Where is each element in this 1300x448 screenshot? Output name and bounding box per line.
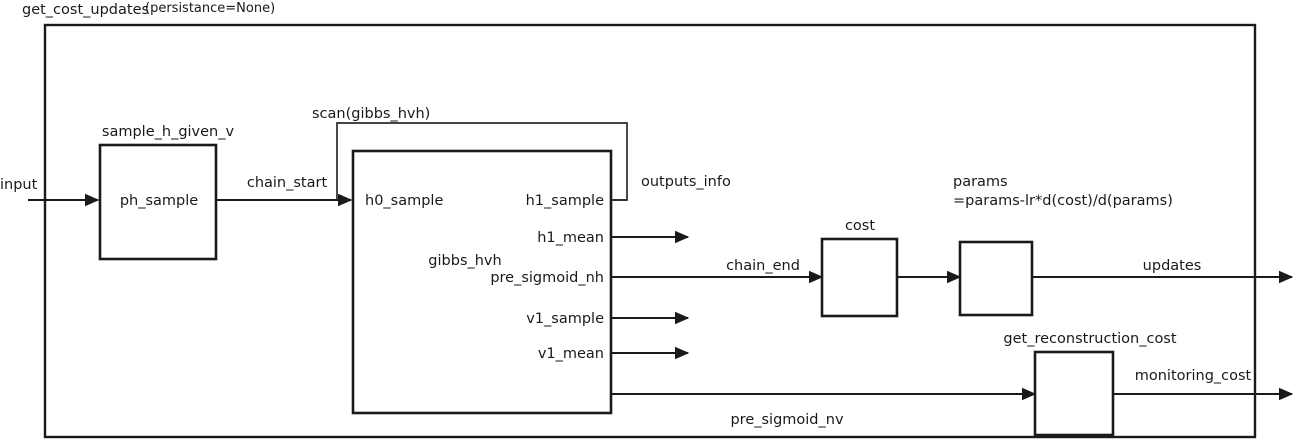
port-pre-sigmoid-nh: pre_sigmoid_nh	[490, 270, 604, 286]
block-params[interactable]	[958, 240, 1034, 317]
block-label-ph-sample: ph_sample	[120, 193, 198, 209]
port-h1-mean: h1_mean	[537, 230, 604, 246]
block-get-reconstruction-cost[interactable]	[1033, 350, 1115, 437]
edge-label-monitoring-cost: monitoring_cost	[1135, 368, 1252, 384]
block-caption-cost: cost	[845, 218, 875, 234]
edge-label-input: input	[0, 177, 38, 193]
page-title-suffix: (persistance=None)	[145, 1, 275, 16]
port-h0-sample: h0_sample	[365, 193, 443, 209]
edge-label-updates: updates	[1143, 258, 1202, 274]
block-caption-params-line1: params	[953, 174, 1008, 190]
edge-label-chain-start: chain_start	[247, 175, 328, 191]
block-caption-sample-h-given-v: sample_h_given_v	[102, 124, 235, 140]
port-v1-sample: v1_sample	[526, 311, 604, 327]
block-caption-params-line2: =params-lr*d(cost)/d(params)	[953, 193, 1173, 209]
block-ph-sample[interactable]	[98, 143, 218, 261]
page-title: get_cost_updates	[22, 2, 149, 18]
block-label-gibbs-hvh: gibbs_hvh	[428, 253, 501, 269]
port-v1-mean: v1_mean	[538, 346, 604, 362]
edge-label-outputs-info: outputs_info	[641, 174, 731, 190]
edge-label-pre-sigmoid-nv: pre_sigmoid_nv	[730, 412, 843, 428]
block-cost[interactable]	[820, 237, 899, 318]
port-h1-sample: h1_sample	[526, 193, 604, 209]
outer-frame-get-cost-updates	[43, 23, 1257, 439]
edge-label-chain-end: chain_end	[726, 258, 800, 274]
block-caption-get-reconstruction-cost: get_reconstruction_cost	[1003, 331, 1176, 347]
block-gibbs-hvh[interactable]	[351, 149, 613, 415]
block-caption-scan-gibbs-hvh: scan(gibbs_hvh)	[312, 106, 430, 122]
